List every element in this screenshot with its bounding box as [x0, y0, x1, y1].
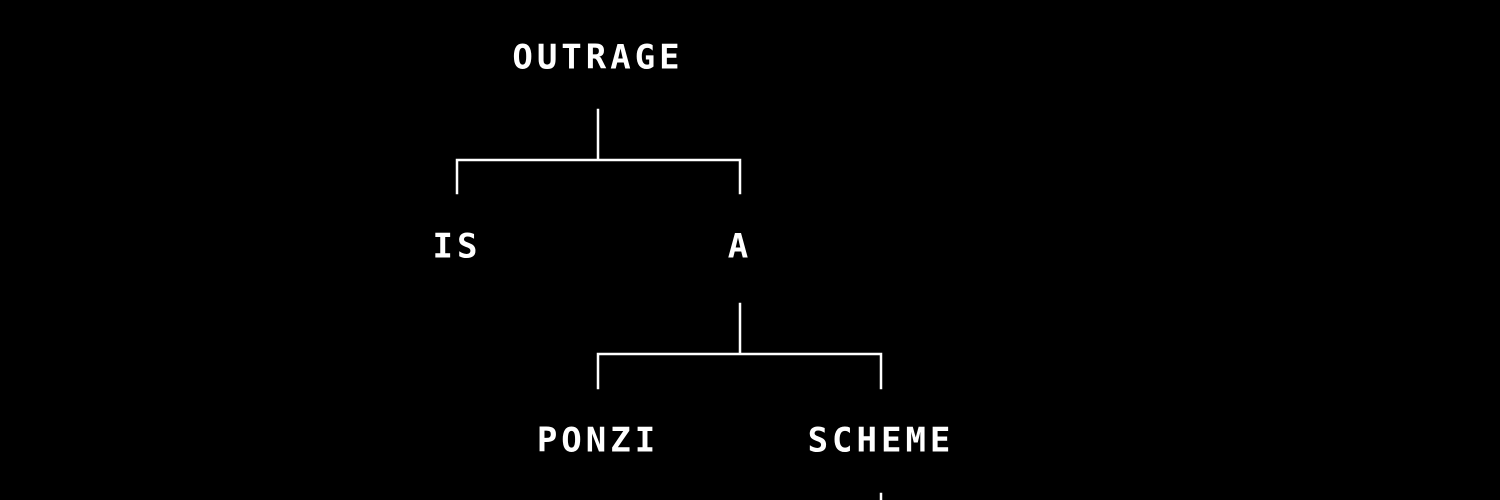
node-scheme: SCHEME — [808, 421, 955, 461]
node-is: IS — [433, 227, 482, 267]
node-outrage: OUTRAGE — [512, 38, 683, 78]
node-a: A — [728, 227, 752, 267]
connector-a-to-ponzi-scheme — [596, 302, 883, 390]
node-ponzi: PONZI — [537, 421, 659, 461]
nodes: OUTRAGE IS A PONZI SCHEME — [433, 38, 955, 461]
connectors — [455, 108, 883, 500]
connector-outrage-to-is-a — [455, 108, 742, 195]
